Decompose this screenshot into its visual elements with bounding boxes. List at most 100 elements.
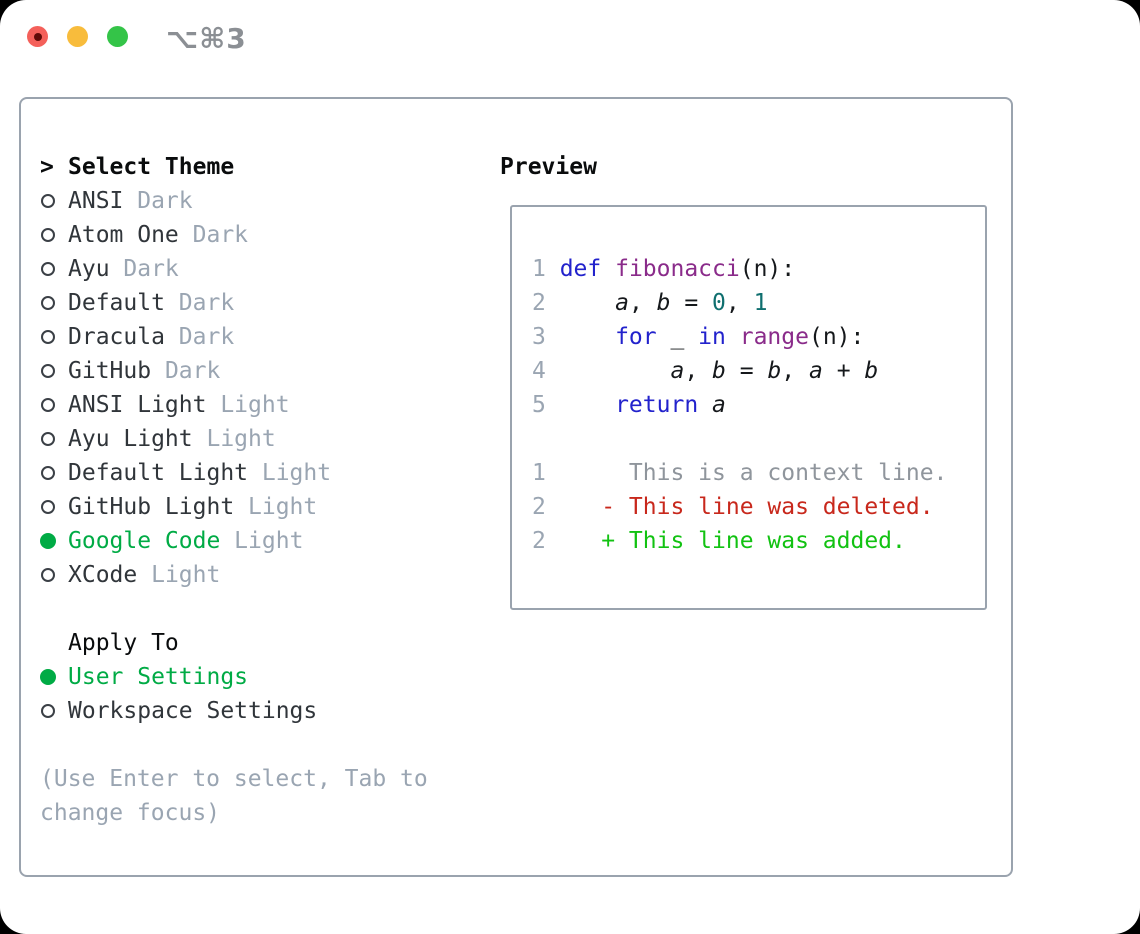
radio-icon [40,286,68,320]
theme-list-item[interactable]: Ayu Dark [40,252,480,286]
theme-list-header: > Select Theme [40,150,480,184]
item-label: GitHub [68,358,152,384]
item-variant-badge: Light [220,528,304,554]
apply-to-indent [40,626,68,660]
item-label: Atom One [68,222,179,248]
item-label: Ayu [68,256,110,282]
minimize-button[interactable] [67,26,88,47]
code-token: fibonacci [615,256,740,282]
code-token: for [615,324,657,350]
code-token: return [615,392,699,418]
item-label: XCode [68,562,138,588]
code-token: , [725,290,754,316]
radio-selected-icon [40,660,68,694]
code-line: 3 for _ in range(n): [532,320,985,354]
item-label: Workspace Settings [68,698,318,724]
item-variant-badge: Light [192,426,276,452]
item-variant-badge: Light [248,460,332,486]
radio-icon [40,694,68,728]
code-token [560,358,671,384]
apply-to-option[interactable]: User Settings [40,660,480,694]
code-line: 2 a, b = 0, 1 [532,286,985,320]
preview-title: Preview [500,154,597,180]
code-line: 4 a, b = b, a + b [532,354,985,388]
theme-list-item[interactable]: Atom One Dark [40,218,480,252]
theme-list-item[interactable]: GitHub Dark [40,354,480,388]
code-token [560,392,615,418]
item-variant-badge: Dark [123,188,193,214]
radio-icon [40,558,68,592]
apply-to-title: Apply To [68,630,179,656]
item-variant-badge: Dark [151,358,221,384]
code-token: (n): [808,324,865,350]
code-line: 2 - This line was deleted. [532,490,985,524]
code-token: a [615,290,629,316]
code-token: _ [656,324,699,350]
item-variant-badge: Dark [164,324,235,350]
code-token: = [670,290,713,316]
item-variant-badge: Light [137,562,221,588]
code-line [532,558,985,592]
code-token: range [739,324,809,350]
focus-chevron-icon: > [40,154,54,180]
item-label: Google Code [68,528,221,554]
code-token: + [822,358,865,384]
theme-list-item[interactable]: Default Dark [40,286,480,320]
code-token [560,290,615,316]
radio-icon [40,354,68,388]
gap [40,592,480,626]
item-label: GitHub Light [68,494,235,520]
radio-icon [40,388,68,422]
radio-selected-icon [40,524,68,558]
close-button[interactable] [27,26,48,47]
code-token: - This line was deleted. [559,494,934,520]
line-number: 2 [532,528,546,554]
code-token: , [628,290,657,316]
item-label: ANSI Light [68,392,207,418]
window-title: ⌥⌘3 [166,22,247,55]
line-number: 5 [532,392,546,418]
window-titlebar: ⌥⌘3 [0,0,1140,97]
code-token [726,324,740,350]
item-label: Default [68,290,165,316]
code-token: b [864,358,879,384]
code-line: 1 This is a context line. [532,456,985,490]
code-line [532,218,985,252]
item-label: Default Light [68,460,249,486]
apply-to-option[interactable]: Workspace Settings [40,694,480,728]
code-token: + This line was added. [559,528,906,554]
code-token: b [656,290,671,316]
theme-list-item[interactable]: Google Code Light [40,524,480,558]
code-token [601,256,615,282]
radio-icon [40,422,68,456]
item-variant-badge: Dark [178,222,249,248]
theme-list-title: Select Theme [68,154,235,180]
code-line: 2 + This line was added. [532,524,985,558]
code-token: def [559,256,602,282]
code-token: , [781,358,809,384]
code-token: b [712,358,726,384]
zoom-button[interactable] [107,26,128,47]
line-number: 1 [532,460,546,486]
theme-list-item[interactable]: XCode Light [40,558,480,592]
radio-icon [40,184,68,218]
item-variant-badge: Light [206,392,290,418]
line-number: 2 [532,290,546,316]
theme-list-item[interactable]: GitHub Light Light [40,490,480,524]
theme-list-item[interactable]: Default Light Light [40,456,480,490]
item-label: ANSI [68,188,124,214]
code-token: a [809,358,823,384]
theme-list-item[interactable]: ANSI Light Light [40,388,480,422]
theme-list-item[interactable]: Dracula Dark [40,320,480,354]
code-token [698,392,712,418]
theme-list-item[interactable]: Ayu Light Light [40,422,480,456]
code-token: This is a context line. [559,460,948,486]
theme-list-item[interactable]: ANSI Dark [40,184,480,218]
code-line: 5 return a [532,388,985,422]
